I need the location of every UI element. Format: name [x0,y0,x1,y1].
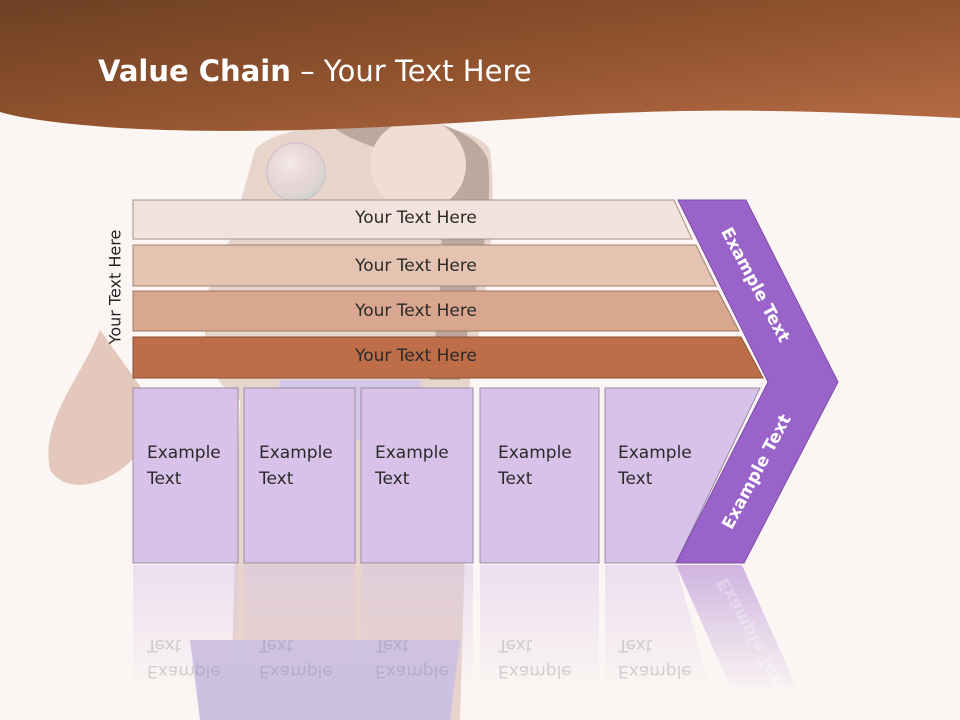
bar-shape-2 [132,244,717,287]
bubble-decoration [266,142,326,202]
chevron-shape [675,199,839,564]
box-shape-3 [360,387,474,564]
box-shape-4 [479,387,600,564]
page-title: Value Chain – Your Text Here [98,54,532,94]
side-label: Your Text Here [105,229,125,345]
bar-label-3: Your Text Here [355,301,477,321]
bar-label-4: Your Text Here [355,346,477,366]
bar-shape-3 [132,290,740,332]
bar-shape-1 [132,199,693,240]
header-band [0,0,960,131]
bar-label-2: Your Text Here [355,256,477,276]
reflection [133,565,800,695]
title-rest: – Your Text Here [290,54,532,88]
title-bold: Value Chain [98,54,291,88]
bar-shape-4 [132,336,764,379]
bar-label-1: Your Text Here [355,208,477,228]
box-shape-1 [132,387,239,564]
box-shape-2 [243,387,356,564]
